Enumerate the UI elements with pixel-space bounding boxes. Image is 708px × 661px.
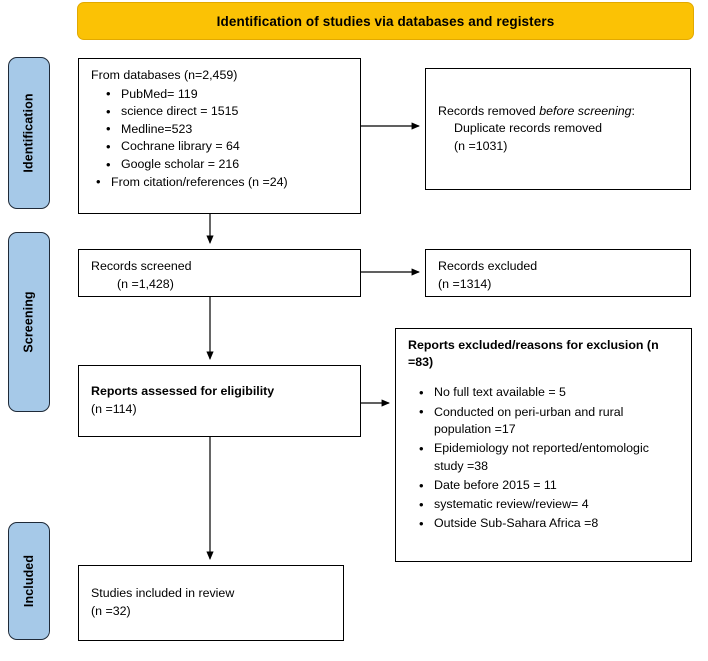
list-item: Google scholar = 216 <box>106 156 350 174</box>
box-records-removed-before-screening: Records removed before screening: Duplic… <box>425 68 691 190</box>
stage-label-included: Included <box>22 554 37 608</box>
stage-pill-screening: Screening <box>8 232 50 412</box>
duplicates-heading: Records removed before screening: <box>438 103 680 121</box>
list-item: From citation/references (n =24) <box>96 173 350 192</box>
box-reports-assessed-for-eligibility: Reports assessed for eligibility (n =114… <box>78 365 361 437</box>
box-records-screened: Records screened (n =1,428) <box>78 249 361 297</box>
included-count: (n =32) <box>91 604 131 618</box>
excluded-count: (n =1314) <box>438 276 492 291</box>
included-label: Studies included in review <box>91 586 235 601</box>
list-item: PubMed= 119 <box>106 85 350 104</box>
list-item: Date before 2015 = 11 <box>419 477 681 495</box>
databases-lead: From databases (n=2,459) <box>91 68 238 82</box>
stage-label-identification: Identification <box>22 93 36 173</box>
stage-pill-included: Included <box>8 522 50 640</box>
list-item: Conducted on peri-urban and rural popula… <box>419 403 681 439</box>
list-item: Medline=523 <box>106 120 350 139</box>
eligibility-label: Reports assessed for eligibility <box>91 384 275 399</box>
databases-list: PubMed= 119 science direct = 1515 Medlin… <box>91 85 350 192</box>
list-item: No full text available = 5 <box>419 384 681 402</box>
duplicates-heading-emphasis: before screening <box>539 103 632 118</box>
screened-label: Records screened <box>91 259 192 273</box>
box-records-excluded: Records excluded (n =1314) <box>425 249 691 297</box>
reasons-title: Reports excluded/reasons for exclusion (… <box>408 338 659 369</box>
duplicates-detail: Duplicate records removed <box>454 121 603 136</box>
excluded-label: Records excluded <box>438 259 538 273</box>
box-studies-included-in-review: Studies included in review (n =32) <box>78 565 344 641</box>
list-item: science direct = 1515 <box>106 103 350 121</box>
identification-banner: Identification of studies via databases … <box>77 2 694 40</box>
screened-count: (n =1,428) <box>117 276 174 291</box>
duplicates-heading-prefix: Records removed <box>438 103 540 118</box>
list-item: Outside Sub-Sahara Africa =8 <box>419 515 681 533</box>
eligibility-count: (n =114) <box>91 402 137 416</box>
list-item: Cochrane library = 64 <box>106 138 350 156</box>
box-reports-excluded-reasons: Reports excluded/reasons for exclusion (… <box>395 328 692 562</box>
duplicates-heading-suffix: : <box>631 103 635 118</box>
stage-pill-identification: Identification <box>8 57 50 209</box>
duplicates-count: (n =1031) <box>454 138 508 153</box>
list-item: systematic review/review= 4 <box>419 496 681 514</box>
box-records-identified: From databases (n=2,459) PubMed= 119 sci… <box>78 58 361 214</box>
banner-title: Identification of studies via databases … <box>216 13 555 29</box>
reasons-list: No full text available = 5 Conducted on … <box>408 384 681 533</box>
stage-label-screening: Screening <box>22 291 36 353</box>
list-item: Epidemiology not reported/entomologic st… <box>419 440 681 475</box>
